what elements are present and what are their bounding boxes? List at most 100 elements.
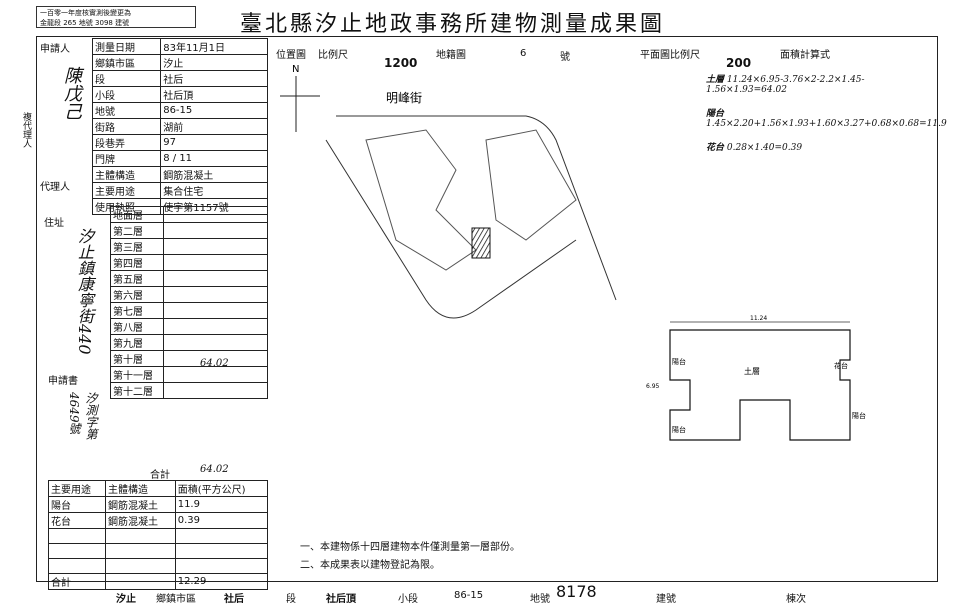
attached-total-label: 合計 xyxy=(47,573,107,590)
bottom-landno-label: 地號 xyxy=(530,594,550,605)
floor-label: 第十層 xyxy=(110,350,164,367)
lane-value: 97 xyxy=(160,134,268,151)
landno-label: 地號 xyxy=(91,102,162,119)
attached-h1: 主體構造 xyxy=(105,480,176,497)
day-unit: 日 xyxy=(215,43,226,54)
svg-text:N: N xyxy=(292,64,299,75)
floor-value: 11 xyxy=(179,153,193,164)
attached-h2: 面積(平方公尺) xyxy=(174,480,269,497)
calc-flower: 花台 0.28×1.40=0.39 xyxy=(706,140,926,153)
floor-area xyxy=(163,254,268,271)
section-label: 段 xyxy=(91,70,162,87)
use-value: 集合住宅 xyxy=(160,182,268,199)
locator-label: 位置圖 xyxy=(276,50,306,61)
floor-label: 第七層 xyxy=(110,302,164,319)
attached-r1-struct: 鋼筋混凝土 xyxy=(105,512,176,529)
year-unit: 年 xyxy=(175,43,186,54)
floor-area xyxy=(163,334,268,351)
floor-area xyxy=(163,382,268,399)
area-calc-label: 面積計算式 xyxy=(780,50,830,61)
plan-balcony-2: 陽台 xyxy=(672,425,686,434)
apply-label: 申請書 xyxy=(48,376,78,387)
township-label: 鄉鎮市區 xyxy=(91,54,162,71)
subsection-label: 小段 xyxy=(91,86,162,103)
month-unit: 月 xyxy=(198,43,209,54)
attached-r0-area: 11.9 xyxy=(174,496,269,513)
plan-width: 11.24 xyxy=(750,315,767,322)
applicant-name: 陳戊己 xyxy=(61,66,82,120)
scale-label: 比例尺 xyxy=(318,50,348,61)
door-value: 8 xyxy=(163,153,170,164)
section-value: 社后 xyxy=(160,70,268,87)
sheet-no: 6 xyxy=(520,48,527,59)
attached-total: 12.29 xyxy=(174,573,269,590)
floor11-area: 64.02 xyxy=(200,358,229,369)
bottom-town: 汐止 xyxy=(116,594,136,605)
attached-h0: 主要用途 xyxy=(47,480,107,497)
note-2: 二、本成果表以建物登記為限。 xyxy=(300,560,440,571)
calc2-formula: 1.45×2.20+1.56×1.93+1.60×3.27+0.68×0.68=… xyxy=(706,119,947,129)
calc-balcony: 陽台 1.45×2.20+1.56×1.93+1.60×3.27+0.68×0.… xyxy=(706,106,947,129)
applicant-label: 申請人 xyxy=(40,44,70,55)
agent-label: 代理人 xyxy=(40,182,70,193)
calc1-label: 土層 xyxy=(706,75,725,85)
floors-table: 地面層第二層第三層第四層第五層第六層第七層第八層第九層第十層第十一層第十二層 xyxy=(110,206,268,399)
calc1-formula: 11.24×6.95-3.76×2-2.2×1.45-1.56×1.93=64.… xyxy=(706,75,865,95)
lane-label: 段巷弄 xyxy=(91,134,162,151)
calc-main: 土層 11.24×6.95-3.76×2-2.2×1.45-1.56×1.93=… xyxy=(706,72,926,95)
landno-value: 86-15 xyxy=(160,102,268,119)
floor-area xyxy=(163,238,268,255)
attached-r0-use: 陽台 xyxy=(47,496,107,513)
subject-building xyxy=(471,227,491,259)
floor-label: 第十一層 xyxy=(110,366,164,383)
bottom-town-label: 鄉鎮市區 xyxy=(156,594,196,605)
floor-area xyxy=(163,222,268,239)
document-frame xyxy=(36,36,938,582)
floor-area xyxy=(163,206,268,223)
calc3-formula: 0.28×1.40=0.39 xyxy=(726,143,803,153)
bottom-bldg-label: 棟次 xyxy=(786,594,806,605)
plan-balcony-1: 陽台 xyxy=(672,357,686,366)
floor-area xyxy=(163,318,268,335)
township-value: 汐止 xyxy=(160,54,268,71)
bottom-build-label: 建號 xyxy=(656,594,676,605)
bottom-sec: 社后 xyxy=(224,594,244,605)
floor-area xyxy=(163,286,268,303)
survey-date-label: 測量日期 xyxy=(91,38,162,55)
total-area: 64.02 xyxy=(200,464,229,475)
address-label: 住址 xyxy=(44,218,64,229)
sheet-label: 地籍圖 xyxy=(436,50,466,61)
floor-label: 第九層 xyxy=(110,334,164,351)
location-sketch: N 明峰街 xyxy=(280,64,617,319)
structure-label: 主體構造 xyxy=(91,166,162,183)
floor-label: 第五層 xyxy=(110,270,164,287)
structure-value: 鋼筋混凝土 xyxy=(160,166,268,183)
page-title: 臺北縣汐止地政事務所建物測量成果圖 xyxy=(240,12,666,37)
bottom-sub-label: 小段 xyxy=(398,594,418,605)
apply-number: 汐測字第4649號 xyxy=(67,392,98,440)
scale-den: 1200 xyxy=(384,56,418,70)
bottom-sub: 社后頂 xyxy=(326,594,356,605)
plan-main-label: 土層 xyxy=(744,366,760,376)
floor-plan: 11.24 6.95 土層 陽台 陽台 陽台 花台 xyxy=(646,315,866,441)
sheet-suffix: 號 xyxy=(560,52,570,63)
stamp-line1: 一百零一年度核實測後變更為 xyxy=(40,9,131,17)
change-stamp: 一百零一年度核實測後變更為 金龍段 265 地號 3098 建號 xyxy=(36,6,196,28)
bottom-landno: 86-15 xyxy=(454,590,484,601)
attached-r1-use: 花台 xyxy=(47,512,107,529)
road-value: 湖前 xyxy=(160,118,268,135)
attached-r0-struct: 鋼筋混凝土 xyxy=(105,496,176,513)
plan-flower: 花台 xyxy=(834,361,848,370)
road-label: 街路 xyxy=(91,118,162,135)
plan-balcony-3: 陽台 xyxy=(852,411,866,420)
proxy-label: 複代理人 xyxy=(21,112,31,148)
stamp-line2: 金龍段 265 地號 3098 建號 xyxy=(40,19,130,27)
north-arrow-icon: N xyxy=(280,64,320,132)
road-name: 明峰街 xyxy=(386,91,422,105)
floor-area xyxy=(163,270,268,287)
calc2-label: 陽台 xyxy=(706,109,725,119)
bottom-sec-label: 段 xyxy=(286,594,296,605)
total-label: 合計 xyxy=(150,470,170,481)
plan-scale-den: 200 xyxy=(726,56,752,70)
